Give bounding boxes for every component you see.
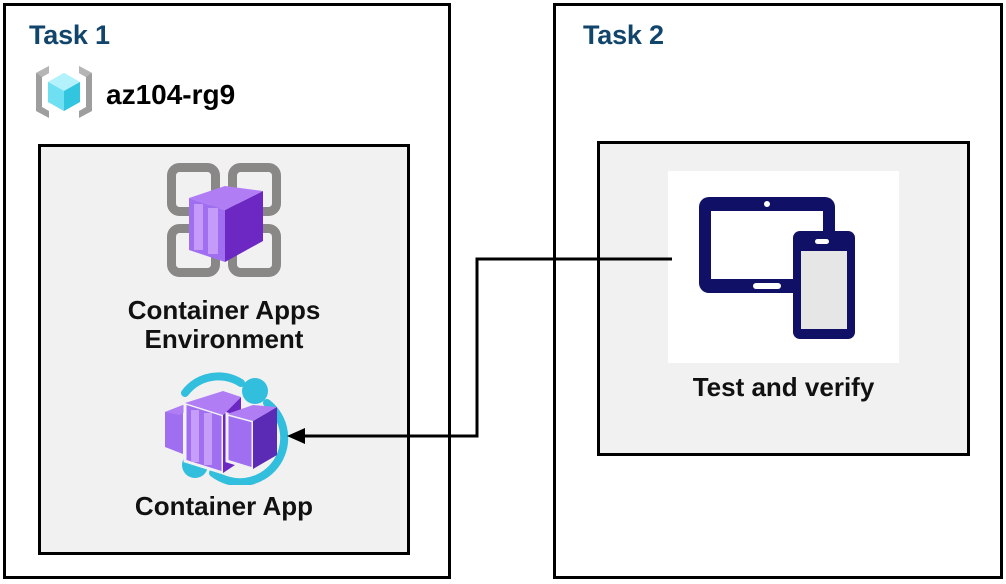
container-app-icon (149, 369, 299, 490)
node-label-container-app: Container App (134, 491, 314, 521)
node-label-test-and-verify: Test and verify (692, 372, 875, 402)
node-container-apps-environment: Container Apps Environment (41, 155, 407, 354)
resource-group-row: az104-rg9 (32, 60, 235, 129)
node-container-app: Container App (41, 369, 407, 521)
resource-group-icon (32, 60, 96, 129)
devices-test-icon (689, 189, 879, 346)
task-1-inner-box: Container Apps Environment (38, 144, 410, 555)
task-2-title: Task 2 (583, 20, 664, 50)
devices-icon-plate (668, 171, 899, 363)
container-apps-environment-icon (159, 155, 289, 290)
task-2-inner-box: Test and verify (597, 141, 970, 456)
task-1-title: Task 1 (29, 20, 110, 50)
resource-group-name: az104-rg9 (106, 78, 236, 110)
node-test-and-verify: Test and verify (600, 171, 967, 402)
node-label-container-apps-environment: Container Apps Environment (127, 295, 321, 355)
